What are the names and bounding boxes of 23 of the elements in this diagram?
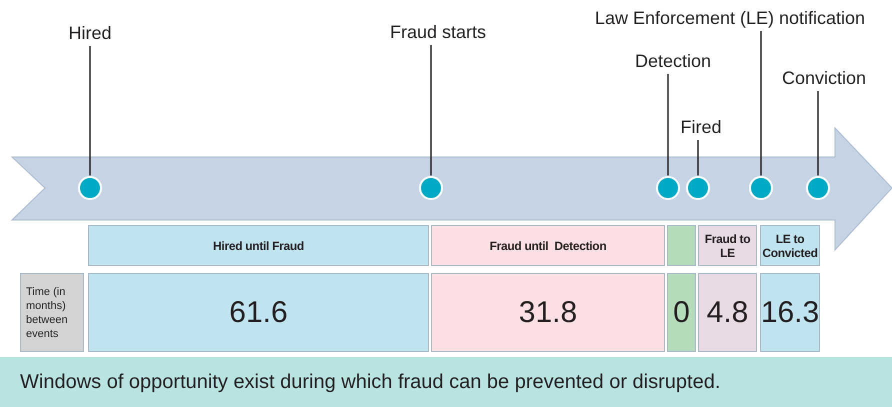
event-label: Fraud starts: [390, 21, 486, 43]
row-header: Time (in months) between events: [20, 273, 84, 352]
column-header: Fraud until Detection: [431, 225, 665, 266]
value-cell: 31.8: [431, 273, 665, 352]
event-label: Conviction: [782, 67, 866, 89]
value-cell: 61.6: [88, 273, 429, 352]
event-label: Hired: [68, 22, 112, 44]
caption-banner: Windows of opportunity exist during which fraud can be prevented or disrupted.: [0, 357, 892, 407]
event-label: Law Enforcement (LE) notification: [594, 7, 866, 29]
value-cell: 0: [667, 273, 696, 352]
leader-line: [89, 46, 91, 176]
column-header: Fraud to LE: [698, 225, 757, 266]
leader-line: [817, 91, 819, 176]
value-cell: 4.8: [698, 273, 757, 352]
leader-line: [697, 140, 699, 176]
column-header: Hired until Fraud: [88, 225, 429, 266]
column-header: LE to Convicted: [760, 225, 820, 266]
event-label: Fired: [680, 116, 722, 138]
value-cell: 16.3: [760, 273, 820, 352]
event-label: Detection: [634, 50, 712, 72]
leader-line: [667, 74, 669, 176]
leader-line: [430, 45, 432, 176]
leader-line: [760, 31, 762, 176]
